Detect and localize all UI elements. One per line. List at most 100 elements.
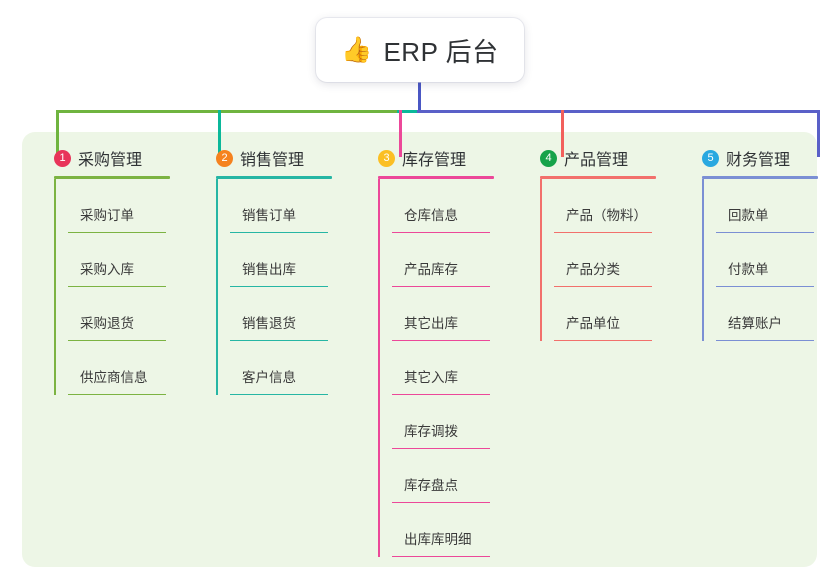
- leaf-underline: [230, 285, 328, 287]
- branch-column-3: 3 库存管理仓库信息产品库存其它出库其它入库库存调拨库存盘点出库库明细: [362, 146, 524, 557]
- connector-stub-2: [218, 110, 221, 157]
- leaf-underline: [392, 501, 490, 503]
- leaf-node[interactable]: 库存盘点: [392, 449, 524, 503]
- leaf-underline: [716, 285, 814, 287]
- leaf-underline: [392, 285, 490, 287]
- leaf-underline: [68, 231, 166, 233]
- leaf-node[interactable]: 采购退货: [68, 287, 200, 341]
- branch-badge-icon: 2: [216, 149, 233, 167]
- leaf-label: 付款单: [728, 262, 769, 277]
- branch-column-1: 1 采购管理采购订单采购入库采购退货供应商信息: [38, 146, 200, 395]
- branch-underline: [216, 176, 332, 179]
- root-node[interactable]: 👍 ERP 后台: [316, 18, 524, 82]
- leaf-label: 回款单: [728, 208, 769, 223]
- leaf-node[interactable]: 客户信息: [230, 341, 362, 395]
- leaf-node[interactable]: 销售出库: [230, 233, 362, 287]
- leaf-underline: [392, 447, 490, 449]
- branch-underline: [378, 176, 494, 179]
- leaf-underline: [392, 231, 490, 233]
- leaf-node[interactable]: 采购订单: [68, 179, 200, 233]
- leaf-label: 采购退货: [80, 316, 134, 331]
- leaf-label: 产品分类: [566, 262, 620, 277]
- leaf-label: 客户信息: [242, 370, 296, 385]
- leaf-label: 出库库明细: [404, 532, 472, 547]
- leaf-node[interactable]: 结算账户: [716, 287, 839, 341]
- leaf-underline: [68, 285, 166, 287]
- branch-column-4: 4 产品管理产品（物料） 产品分类产品单位: [524, 146, 686, 341]
- branch-badge-icon: 3: [378, 149, 395, 167]
- branch-title: 库存管理: [402, 152, 467, 169]
- leaf-node[interactable]: 出库库明细: [392, 503, 524, 557]
- leaf-node[interactable]: 付款单: [716, 233, 839, 287]
- branch-items: 产品（物料） 产品分类产品单位: [540, 179, 686, 341]
- connector-stub-5: [817, 110, 820, 157]
- leaf-underline: [230, 393, 328, 395]
- branch-underline: [54, 176, 170, 179]
- leaf-underline: [68, 339, 166, 341]
- leaf-node[interactable]: 产品单位: [554, 287, 686, 341]
- leaf-node[interactable]: 销售退货: [230, 287, 362, 341]
- connector-stub-4: [561, 110, 564, 157]
- leaf-label: 其它入库: [404, 370, 458, 385]
- branch-title: 财务管理: [726, 152, 791, 169]
- branch-column-5: 5 财务管理回款单付款单结算账户: [686, 146, 839, 341]
- thumbs-up-icon: 👍: [341, 35, 373, 64]
- leaf-label: 产品库存: [404, 262, 458, 277]
- leaf-underline: [716, 231, 814, 233]
- diagram-panel: [22, 132, 817, 567]
- connector-trunk: [418, 70, 421, 112]
- branch-underline: [702, 176, 818, 179]
- branch-spine: [54, 179, 56, 395]
- leaf-label: 库存盘点: [404, 478, 458, 493]
- branch-header-4[interactable]: 4 产品管理: [524, 146, 686, 170]
- leaf-label: 销售退货: [242, 316, 296, 331]
- leaf-underline: [230, 231, 328, 233]
- leaf-label: 采购订单: [80, 208, 134, 223]
- leaf-underline: [230, 339, 328, 341]
- leaf-node[interactable]: 其它入库: [392, 341, 524, 395]
- leaf-underline: [554, 339, 652, 341]
- branch-title: 产品管理: [564, 152, 629, 169]
- branch-header-3[interactable]: 3 库存管理: [362, 146, 524, 170]
- connector-bar-blue: [417, 110, 820, 113]
- leaf-node[interactable]: 产品（物料）: [554, 179, 686, 233]
- branch-badge-icon: 1: [54, 149, 71, 167]
- leaf-label: 销售出库: [242, 262, 296, 277]
- branch-items: 采购订单采购入库采购退货供应商信息: [54, 179, 200, 395]
- leaf-underline: [392, 339, 490, 341]
- leaf-underline: [68, 393, 166, 395]
- leaf-node[interactable]: 仓库信息: [392, 179, 524, 233]
- leaf-label: 其它出库: [404, 316, 458, 331]
- leaf-label: 产品单位: [566, 316, 620, 331]
- leaf-node[interactable]: 采购入库: [68, 233, 200, 287]
- leaf-label: 供应商信息: [80, 370, 148, 385]
- leaf-label: 销售订单: [242, 208, 296, 223]
- leaf-label: 仓库信息: [404, 208, 458, 223]
- branch-spine: [540, 179, 542, 341]
- branch-header-1[interactable]: 1 采购管理: [38, 146, 200, 170]
- branch-badge-icon: 4: [540, 149, 557, 167]
- leaf-node[interactable]: 产品库存: [392, 233, 524, 287]
- branch-spine: [702, 179, 704, 341]
- leaf-node[interactable]: 回款单: [716, 179, 839, 233]
- branch-title: 销售管理: [240, 152, 305, 169]
- leaf-node[interactable]: 供应商信息: [68, 341, 200, 395]
- leaf-node[interactable]: 库存调拨: [392, 395, 524, 449]
- connector-stub-3: [399, 110, 402, 157]
- connector-bar-green: [56, 110, 399, 113]
- leaf-node[interactable]: 产品分类: [554, 233, 686, 287]
- branch-badge-icon: 5: [702, 149, 719, 167]
- leaf-label: 结算账户: [728, 316, 782, 331]
- branch-items: 回款单付款单结算账户: [702, 179, 839, 341]
- leaf-node[interactable]: 销售订单: [230, 179, 362, 233]
- leaf-underline: [554, 231, 652, 233]
- leaf-label: 库存调拨: [404, 424, 458, 439]
- branch-header-5[interactable]: 5 财务管理: [686, 146, 839, 170]
- branch-items: 仓库信息产品库存其它出库其它入库库存调拨库存盘点出库库明细: [378, 179, 524, 557]
- branch-column-2: 2 销售管理销售订单销售出库销售退货客户信息: [200, 146, 362, 395]
- branch-title: 采购管理: [78, 152, 143, 169]
- leaf-node[interactable]: 其它出库: [392, 287, 524, 341]
- leaf-underline: [716, 339, 814, 341]
- branch-header-2[interactable]: 2 销售管理: [200, 146, 362, 170]
